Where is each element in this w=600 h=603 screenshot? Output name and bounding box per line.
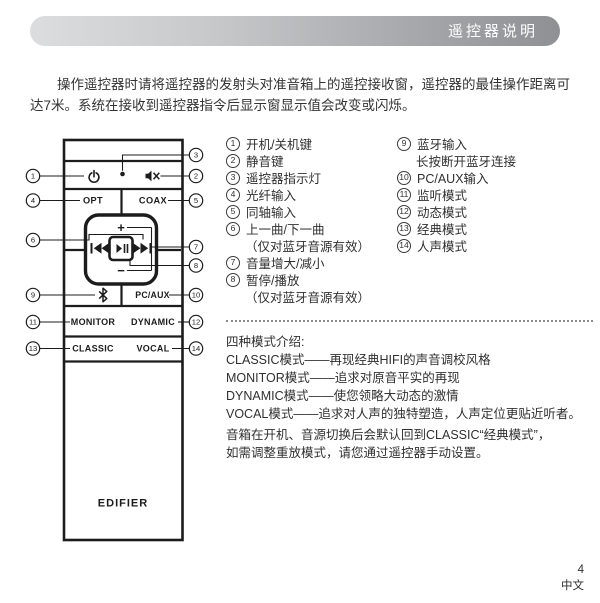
callout-10: 10 xyxy=(192,291,200,300)
volume-up-icon: + xyxy=(117,220,125,235)
legend-item: 13 经典模式 xyxy=(397,220,516,237)
legend-text: 同轴输入 xyxy=(246,206,297,220)
section-title-banner: 遥控器说明 xyxy=(30,16,560,46)
legend-item: 5 同轴输入 xyxy=(226,203,370,220)
remote-control-diagram: OPT COAX + − PC/AUX MONITOR DYNAMIC CLAS… xyxy=(25,138,204,542)
volume-down-icon: − xyxy=(117,263,125,278)
callout-6: 6 xyxy=(31,236,35,245)
legend-text: 动态模式 xyxy=(417,206,468,220)
callout-12: 12 xyxy=(192,318,200,327)
callout-markers: 1 4 6 9 11 13 3 2 5 7 8 10 12 14 xyxy=(25,147,204,356)
modes-heading: 四种模式介绍: xyxy=(226,335,305,349)
legend-text: 遥控器指示灯 xyxy=(246,172,322,186)
callout-number: 11 xyxy=(397,187,411,202)
mode-line-vocal: VOCAL模式——追求对人声的独特塑造，人声定位更贴近听者。 xyxy=(226,407,581,421)
callout-14: 14 xyxy=(192,344,200,353)
legend-item: 6 上一曲/下一曲 xyxy=(226,220,370,237)
callout-8: 8 xyxy=(194,261,198,270)
remote-body xyxy=(62,138,184,542)
legend-text: 蓝牙输入 xyxy=(417,138,468,152)
legend-item-note: （仅对蓝牙音源有效） xyxy=(245,291,371,305)
classic-button-label: CLASSIC xyxy=(72,344,114,354)
legend-item: 8 暂停/播放 xyxy=(226,271,370,288)
coax-button-label: COAX xyxy=(139,196,168,206)
led-indicator-dot xyxy=(120,171,125,177)
page-title: 遥控器说明 xyxy=(447,23,538,40)
legend-text: 音量增大/减小 xyxy=(246,257,325,271)
legend-column-left: 1 开机/关机键 2 静音键 3 遥控器指示灯 4 光纤输入 5 同轴输入 6 上一曲/下一… xyxy=(226,135,370,305)
callout-3: 3 xyxy=(194,151,198,160)
legend-item: 12 动态模式 xyxy=(397,203,516,220)
prev-track-icon xyxy=(90,242,110,254)
dynamic-button-label: DYNAMIC xyxy=(131,317,175,327)
modes-section: 四种模式介绍: CLASSIC模式——再现经典HIFI的声音调校风格 MONIT… xyxy=(226,333,598,423)
callout-number: 12 xyxy=(397,204,411,219)
callout-number: 2 xyxy=(226,153,240,168)
callout-number: 8 xyxy=(226,272,240,287)
callout-number: 14 xyxy=(397,238,411,253)
legend-text: 暂停/播放 xyxy=(246,274,300,288)
language-label: 中文 xyxy=(561,580,584,592)
callout-number: 10 xyxy=(397,170,411,185)
dotted-separator xyxy=(226,320,593,322)
legend-item: 2 静音键 xyxy=(226,152,370,169)
legend-item: 7 音量增大/减小 xyxy=(226,254,370,271)
vocal-button-label: VOCAL xyxy=(137,344,170,354)
default-mode-note-line1: 音箱在开机、音源切换后会默认回到CLASSIC“经典模式”， xyxy=(226,428,551,442)
monitor-button-label: MONITOR xyxy=(71,317,116,327)
legend-text: 人声模式 xyxy=(417,240,468,254)
legend-item: 3 遥控器指示灯 xyxy=(226,169,370,186)
callout-number: 6 xyxy=(226,221,240,236)
mute-icon xyxy=(145,170,160,182)
callout-7: 7 xyxy=(194,243,198,252)
brand-logo-text: EDIFIER xyxy=(98,498,148,510)
legend-item-note: （仅对蓝牙音源有效） xyxy=(245,240,371,254)
callout-number: 1 xyxy=(226,136,240,151)
legend-item-note: 长按断开蓝牙连接 xyxy=(416,155,517,169)
remote-row-dividers xyxy=(64,159,182,363)
legend-item: 1 开机/关机键 xyxy=(226,135,370,152)
legend-item: 4 光纤输入 xyxy=(226,186,370,203)
legend-text: 静音键 xyxy=(246,155,284,169)
page-footer: 4 中文 xyxy=(520,562,584,594)
mode-line-dynamic: DYNAMIC模式——使您领略大动态的激情 xyxy=(226,389,459,403)
power-icon xyxy=(88,169,100,183)
callout-1: 1 xyxy=(31,172,35,181)
legend-text: 开机/关机键 xyxy=(246,138,312,152)
legend-text: 经典模式 xyxy=(417,223,468,237)
callout-4: 4 xyxy=(31,196,35,205)
legend-text: 光纤输入 xyxy=(246,189,297,203)
callout-5: 5 xyxy=(194,196,198,205)
next-track-icon xyxy=(132,242,152,254)
callout-2: 2 xyxy=(194,172,198,181)
default-mode-note-line2: 如需调整重放模式，请您通过遥控器手动设置。 xyxy=(226,445,489,460)
page-number: 4 xyxy=(577,564,584,576)
legend-text: 上一曲/下一曲 xyxy=(246,223,325,237)
play-pause-icon xyxy=(116,244,129,253)
callout-leader-lines xyxy=(40,154,189,350)
callout-number: 7 xyxy=(226,255,240,270)
callout-number: 4 xyxy=(226,187,240,202)
intro-paragraph: 操作遥控器时请将遥控器的发射头对准音箱上的遥控接收窗，遥控器的最佳操作距离可达7… xyxy=(30,77,570,113)
opt-button-label: OPT xyxy=(83,196,103,206)
callout-11: 11 xyxy=(29,318,37,327)
legend-item: 10 PC/AUX输入 xyxy=(397,169,516,186)
callout-9: 9 xyxy=(31,291,35,300)
mode-line-classic: CLASSIC模式——再现经典HIFI的声音调校风格 xyxy=(226,353,491,367)
legend-item: 9 蓝牙输入 xyxy=(397,135,516,152)
legend-item: 14 人声模式 xyxy=(397,237,516,254)
callout-number: 3 xyxy=(226,170,240,185)
legend-text: PC/AUX输入 xyxy=(417,172,489,186)
callout-13: 13 xyxy=(29,344,37,353)
callout-number: 5 xyxy=(226,204,240,219)
callout-number: 13 xyxy=(397,221,411,236)
mode-line-monitor: MONITOR模式——追求对原音平实的再现 xyxy=(226,371,460,385)
legend-text: 监听模式 xyxy=(417,189,468,203)
callout-number: 9 xyxy=(397,136,411,151)
bluetooth-icon xyxy=(98,287,108,303)
pc-aux-button-label: PC/AUX xyxy=(135,290,169,300)
default-mode-note: 音箱在开机、音源切换后会默认回到CLASSIC“经典模式”， 如需调整重放模式，… xyxy=(226,427,598,462)
legend-item: 11 监听模式 xyxy=(397,186,516,203)
